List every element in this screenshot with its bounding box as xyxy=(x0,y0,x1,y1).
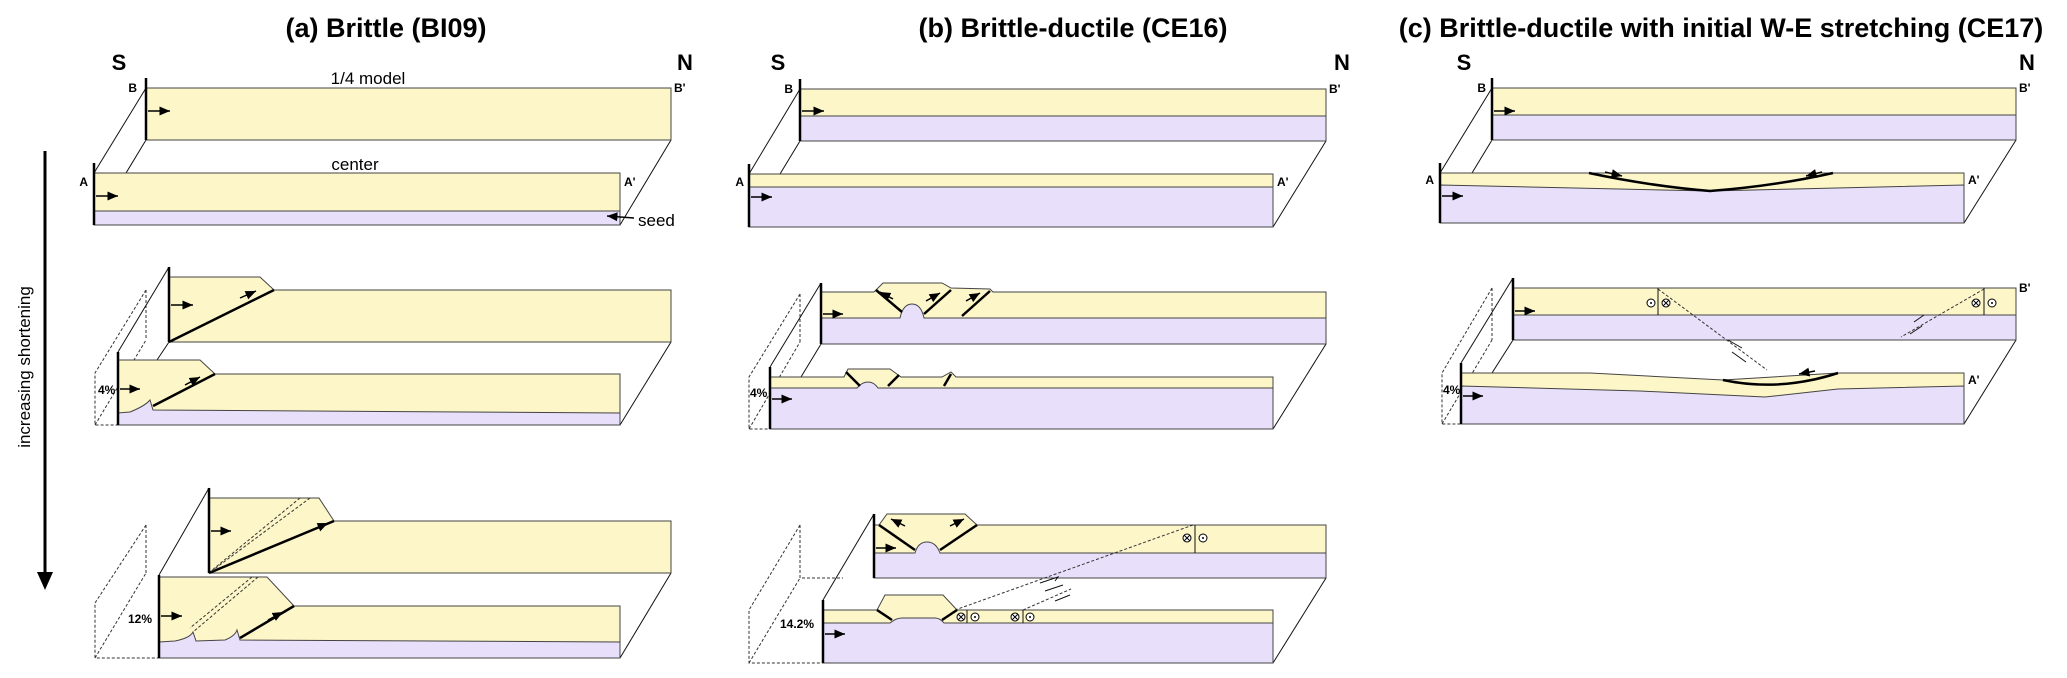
seed-pointer-icon xyxy=(606,212,635,222)
shortening-percent: 4% xyxy=(750,386,768,400)
panel-c-south-label: S xyxy=(1457,50,1472,75)
panel-a-brittle: (a) Brittle (BI09) S N 1/4 model B B' ce… xyxy=(79,13,693,659)
shortening-percent: 4% xyxy=(1443,383,1461,397)
shortening-percent: 14.2% xyxy=(780,617,814,631)
shortening-label: increasing shortening xyxy=(15,286,34,448)
panel-b-north-label: N xyxy=(1334,50,1350,75)
panel-b-4pct-stage: 4% xyxy=(748,282,1327,430)
label-a: A xyxy=(1425,173,1434,187)
label-b-prime: B' xyxy=(2019,81,2031,95)
section-b-thrust-wedge xyxy=(208,497,672,574)
panel-c-initial-stage: B B' A A' xyxy=(1425,78,2031,224)
label-a-prime: A' xyxy=(624,175,636,189)
section-a-seed-layer xyxy=(158,628,621,659)
label-b-prime: B' xyxy=(2019,281,2031,295)
shortening-axis: increasing shortening xyxy=(15,151,53,590)
section-a-seed-layer xyxy=(117,398,621,426)
section-a-ductile-layer xyxy=(1460,385,1965,425)
label-b-prime: B' xyxy=(674,81,686,95)
panel-b-brittle-ductile: (b) Brittle-ductile (CE16) S N B B' A A' xyxy=(735,13,1350,664)
label-b: B xyxy=(784,82,793,96)
panel-c-brittle-ductile-stretching: (c) Brittle-ductile with initial W-E str… xyxy=(1399,13,2044,425)
section-b-ductile-layer xyxy=(1512,314,2017,341)
section-b-brittle-layer xyxy=(1512,287,2017,316)
normal-fault xyxy=(1722,371,1839,386)
section-b-brittle-layer xyxy=(1491,87,2017,116)
thrust-fault xyxy=(168,288,275,344)
label-a-prime: A' xyxy=(1277,175,1289,189)
quarter-model-label: 1/4 model xyxy=(331,69,406,88)
panel-a-south-label: S xyxy=(112,50,127,75)
label-a-prime: A' xyxy=(1968,373,1980,387)
section-a-ductile-layer xyxy=(769,381,1274,430)
shortening-arrowhead-icon xyxy=(37,572,53,590)
section-a-ductile-layer xyxy=(822,617,1274,664)
section-b-thrust-wedge xyxy=(168,276,672,343)
panel-a-initial-stage: 1/4 model B B' center A A' seed xyxy=(79,69,685,230)
section-b-ductile-layer xyxy=(799,115,1327,142)
section-a-thrust-wedge xyxy=(158,576,621,643)
shortening-percent: 12% xyxy=(128,612,152,626)
label-a: A xyxy=(735,175,744,189)
section-b-ductile-layer xyxy=(1491,114,2017,141)
label-b: B xyxy=(1477,81,1486,95)
panel-a-title: (a) Brittle (BI09) xyxy=(285,13,486,43)
panel-c-title: (c) Brittle-ductile with initial W-E str… xyxy=(1399,13,2044,43)
normal-fault xyxy=(1588,171,1834,193)
center-label: center xyxy=(331,155,379,174)
section-b-ductile-layer xyxy=(873,541,1327,579)
panel-b-initial-stage: B B' A A' xyxy=(735,79,1341,228)
section-a-ductile-layer xyxy=(748,186,1274,228)
label-a-prime: A' xyxy=(1968,173,1980,187)
section-b-pop-up xyxy=(820,282,1327,319)
section-b-pop-up xyxy=(873,513,1327,554)
label-a: A xyxy=(79,175,88,189)
panel-c-north-label: N xyxy=(2019,50,2035,75)
panel-b-south-label: S xyxy=(771,50,786,75)
panel-a-4pct-stage: 4% xyxy=(94,266,672,426)
section-b-brittle-layer xyxy=(145,87,672,141)
seed-label: seed xyxy=(638,211,675,230)
label-b-prime: B' xyxy=(1329,82,1341,96)
section-b-brittle-layer xyxy=(799,88,1327,117)
label-b: B xyxy=(128,81,137,95)
panel-b-14pct-stage: 14.2% xyxy=(748,513,1327,664)
panel-a-north-label: N xyxy=(677,50,693,75)
panel-c-4pct-stage: B' 4% A' xyxy=(1441,277,2031,425)
panel-b-title: (b) Brittle-ductile (CE16) xyxy=(918,13,1227,43)
panel-a-12pct-stage: 12% xyxy=(94,487,672,659)
section-a-pop-up xyxy=(769,368,1274,389)
shortening-percent: 4% xyxy=(98,383,116,397)
section-a-brittle-layer xyxy=(93,172,621,212)
section-a-brittle-layer xyxy=(748,173,1274,188)
section-a-seed-layer xyxy=(93,210,621,226)
